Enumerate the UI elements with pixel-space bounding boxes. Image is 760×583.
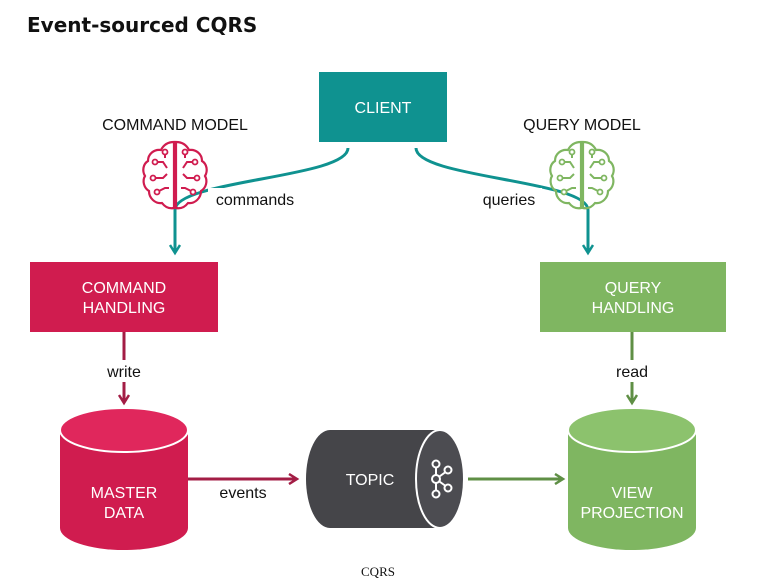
master-data-line1: MASTER [91, 485, 158, 502]
edge-label-write: write [106, 364, 141, 381]
edge-label-events: events [219, 485, 266, 502]
brain-circuit-icon [142, 140, 208, 210]
query-handling-node [540, 262, 726, 332]
view-projection-line2: PROJECTION [580, 505, 683, 522]
master-data-node [59, 407, 189, 550]
view-projection-line1: VIEW [612, 485, 654, 502]
edge-client-to-command [175, 147, 350, 252]
client-label: CLIENT [355, 100, 412, 117]
edge-label-queries: queries [483, 192, 535, 209]
query-handling-line2: HANDLING [592, 300, 675, 317]
view-projection-node [567, 407, 697, 550]
edge-client-to-query [414, 147, 588, 252]
figure-caption: CQRS [361, 564, 395, 579]
master-data-line2: DATA [104, 505, 145, 522]
edge-label-commands: commands [216, 192, 294, 209]
kafka-icon [431, 459, 453, 499]
edge-label-read: read [616, 364, 648, 381]
command-model-label: COMMAND MODEL [102, 117, 248, 134]
page-title: Event-sourced CQRS [27, 13, 258, 37]
command-handling-node [30, 262, 218, 332]
client-node [319, 72, 447, 142]
brain-circuit-icon [549, 140, 615, 210]
query-handling-line1: QUERY [605, 280, 662, 297]
command-handling-line1: COMMAND [82, 280, 166, 297]
topic-label: TOPIC [346, 472, 395, 489]
query-model-label: QUERY MODEL [523, 117, 641, 134]
command-handling-line2: HANDLING [83, 300, 166, 317]
